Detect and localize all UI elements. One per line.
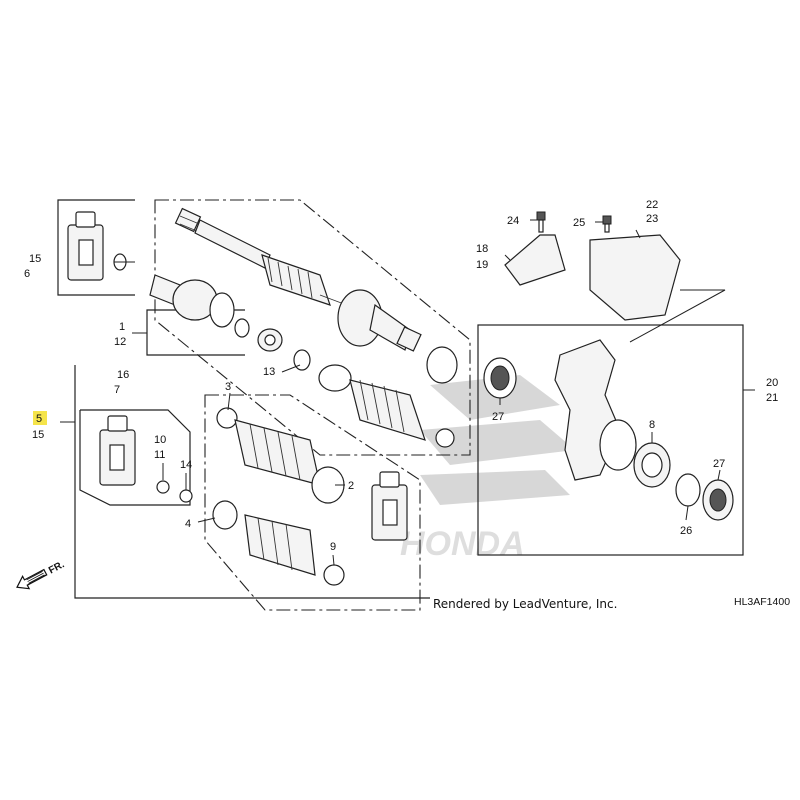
front-direction-arrow: FR. [16,559,67,590]
outer-boot-upper [318,346,458,448]
rendered-by-text: Rendered by LeadVenture, Inc. [433,597,617,611]
inboard-boot-group [204,394,421,611]
callout-15[interactable]: 15 [32,429,44,441]
callout-26[interactable]: 26 [680,525,692,537]
front-label: FR. [47,559,67,576]
callout-25[interactable]: 25 [573,217,585,229]
callout-23[interactable]: 23 [646,213,658,225]
callout-11[interactable]: 11 [154,449,165,461]
frame-5-15 [74,365,430,599]
callout-27b[interactable]: 27 [713,458,725,470]
callout-9[interactable]: 9 [330,541,336,553]
grease-bottle-7 [99,415,136,486]
callout-labels: 15 6 1 12 13 3 16 7 5 15 10 11 14 2 4 9 … [24,199,778,553]
watermark-text: HONDA [400,525,525,563]
frame-7-17 [79,409,191,506]
guard-22 [589,234,681,321]
callout-18[interactable]: 18 [476,243,488,255]
callout-12[interactable]: 12 [114,336,126,348]
inner-joint-1 [149,274,311,371]
callout-27a[interactable]: 27 [492,411,504,423]
callout-16[interactable]: 6 [24,268,30,280]
callout-3[interactable]: 3 [225,381,231,393]
honda-watermark: HONDA [400,375,575,563]
inner-boot-lower [212,407,345,586]
callout-17[interactable]: 7 [114,384,120,396]
callout-24[interactable]: 24 [507,215,519,227]
callout-6[interactable]: 15 [29,253,41,265]
callout-1[interactable]: 1 [119,321,125,333]
callout-22[interactable]: 22 [646,199,658,211]
ring-10 [156,480,170,494]
grease-bottle-lower [371,471,408,541]
callout-2[interactable]: 2 [348,480,354,492]
leader-lines [60,219,755,566]
grease-bottle-6 [67,211,104,281]
knuckle-assembly [483,339,734,521]
highlight-callout-5 [33,411,47,425]
bolt-24 [536,211,546,233]
guard-18 [504,234,566,286]
callout-4[interactable]: 4 [185,518,191,530]
diagram-code: HL3AF1400 [734,596,790,608]
driveshaft-upper [174,207,422,352]
callout-8[interactable]: 8 [649,419,655,431]
callout-20[interactable]: 20 [766,377,778,389]
callout-7[interactable]: 16 [117,369,129,381]
bolt-25 [602,215,612,233]
ring-14 [179,489,193,503]
callout-14[interactable]: 14 [180,459,192,471]
callout-19[interactable]: 19 [476,259,488,271]
callout-5[interactable]: 5 [36,413,42,425]
outboard-joint-group [154,199,471,456]
frame-20-21 [477,324,744,556]
callout-10[interactable]: 10 [154,434,166,446]
frame-6-16 [57,199,135,296]
callout-21[interactable]: 21 [766,392,778,404]
callout-13[interactable]: 13 [263,366,275,378]
